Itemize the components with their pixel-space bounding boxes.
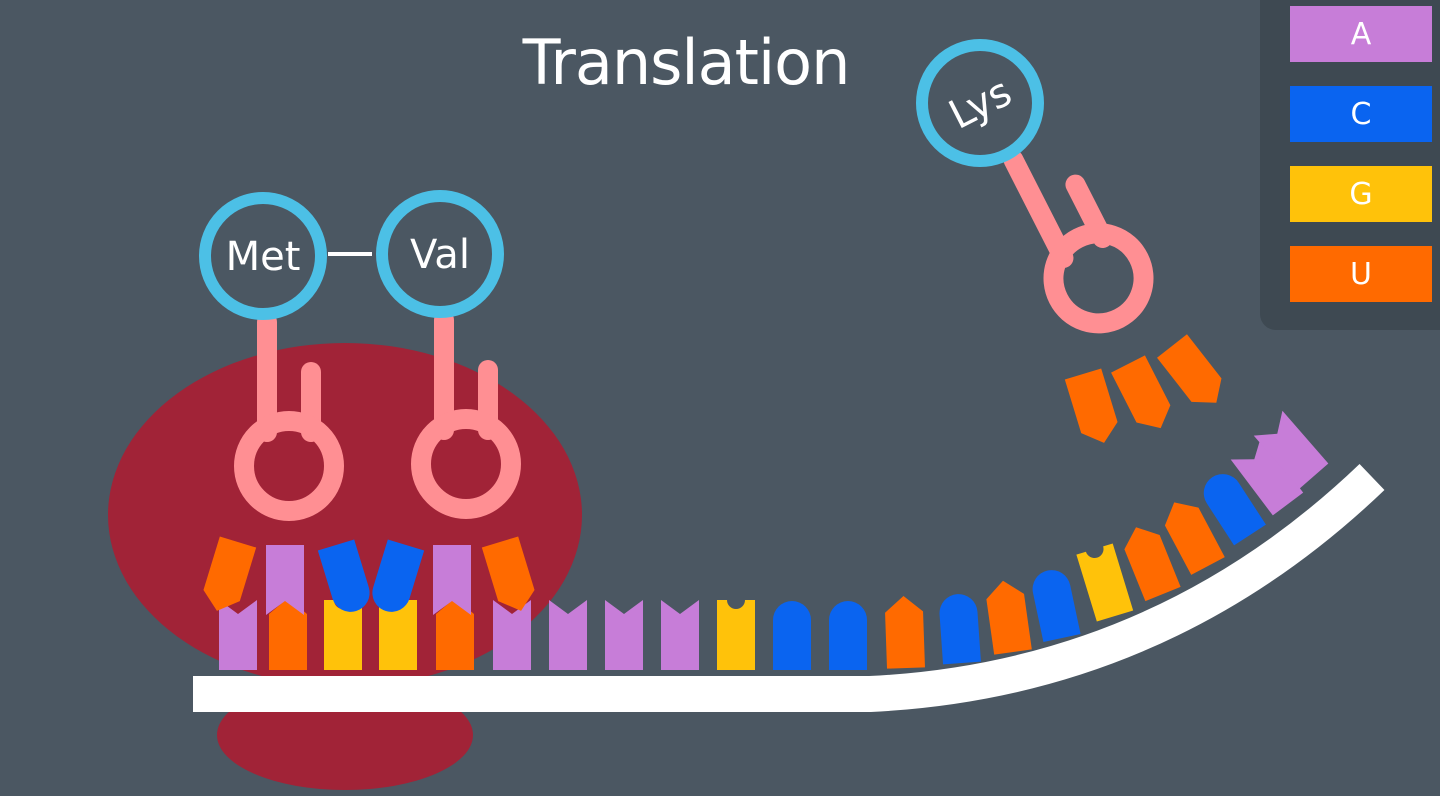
mrna-base bbox=[773, 601, 811, 670]
amino-acid-circle bbox=[376, 190, 504, 318]
trna-val: Val bbox=[372, 190, 535, 615]
mrna-base bbox=[1164, 502, 1225, 575]
anticodon-base bbox=[372, 539, 425, 612]
trna-lys: Lys bbox=[916, 39, 1222, 443]
amino-acid-label: Met bbox=[226, 234, 301, 280]
legend-item-g: G bbox=[1290, 166, 1432, 222]
mrna-base bbox=[1124, 527, 1181, 602]
mrna-base bbox=[379, 600, 417, 670]
mrna-base bbox=[717, 600, 755, 670]
page-title: Translation bbox=[522, 26, 851, 99]
mrna-base bbox=[885, 596, 925, 669]
trna-met: Met bbox=[199, 192, 370, 615]
mrna-base bbox=[939, 594, 981, 665]
anticodon-base bbox=[481, 536, 535, 611]
mrna-bases bbox=[219, 410, 1329, 670]
legend-label: A bbox=[1350, 16, 1372, 52]
mrna-base bbox=[324, 600, 362, 670]
mrna-base bbox=[493, 600, 531, 670]
mrna-base bbox=[1076, 543, 1134, 622]
mrna-base bbox=[436, 598, 474, 670]
mrna-base bbox=[269, 598, 307, 670]
trna-body bbox=[411, 310, 521, 519]
trna-body bbox=[234, 312, 344, 521]
legend-item-c: C bbox=[1290, 86, 1432, 142]
legend-item-a: A bbox=[1290, 6, 1432, 62]
amino-acid-circle bbox=[916, 39, 1044, 167]
mrna-base bbox=[549, 600, 587, 670]
anticodon-base bbox=[317, 539, 370, 612]
mrna-strand bbox=[193, 463, 1385, 712]
legend-label: G bbox=[1349, 176, 1373, 212]
mrna-base bbox=[1230, 436, 1304, 516]
legend-item-u: U bbox=[1290, 246, 1432, 302]
anticodon-base bbox=[433, 545, 471, 615]
nucleotide-legend: A C G U bbox=[1260, 0, 1440, 330]
mrna-base bbox=[605, 600, 643, 670]
mrna-base bbox=[1253, 410, 1329, 489]
anticodon-base bbox=[203, 536, 257, 611]
mrna-base bbox=[1032, 570, 1081, 642]
amino-acid-circle bbox=[199, 192, 327, 320]
mrna-base bbox=[829, 601, 867, 670]
legend-label: U bbox=[1350, 256, 1372, 292]
anticodon-base bbox=[1064, 368, 1118, 443]
trna-molecules: Met Val Lys bbox=[199, 39, 1222, 615]
trna-body bbox=[1003, 149, 1154, 334]
anticodon-base bbox=[1157, 334, 1222, 403]
mrna-base bbox=[219, 600, 257, 670]
anticodon-base bbox=[1111, 355, 1171, 429]
anticodon-base bbox=[266, 545, 304, 615]
mrna-base bbox=[1203, 474, 1266, 546]
mrna-base bbox=[986, 580, 1032, 655]
legend-label: C bbox=[1350, 96, 1372, 132]
amino-acid-label: Val bbox=[410, 232, 470, 278]
mrna-base bbox=[661, 600, 699, 670]
